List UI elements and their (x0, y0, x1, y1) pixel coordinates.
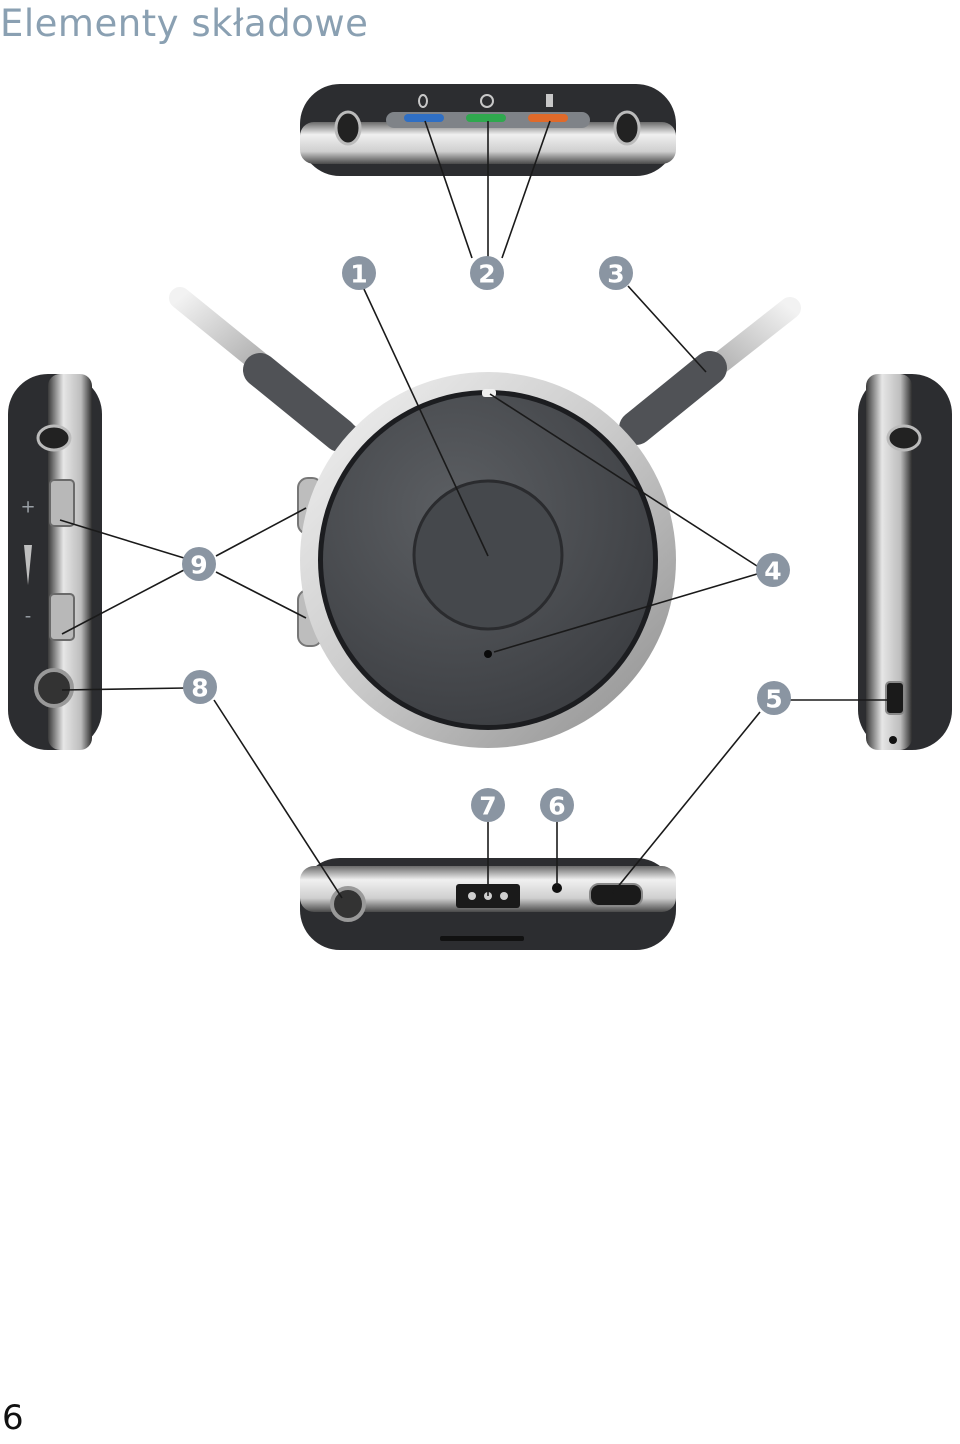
volume-up-button (49, 479, 75, 527)
callout-1: 1 (342, 256, 376, 290)
volume-icon (24, 545, 32, 585)
svg-text:4: 4 (764, 557, 781, 586)
device-left-side-view: + - (8, 374, 102, 750)
cable-port-left-icon (334, 110, 362, 146)
svg-text:3: 3 (607, 260, 624, 289)
status-icon (546, 94, 553, 107)
svg-text:5: 5 (765, 685, 782, 714)
callout-6: 6 (540, 788, 574, 822)
plus-label: + (20, 497, 35, 518)
power-led (466, 114, 506, 122)
device-right-side-view (858, 374, 952, 750)
svg-text:6: 6 (548, 792, 565, 821)
callout-2: 2 (470, 256, 504, 290)
bluetooth-led (404, 114, 444, 122)
callout-8: 8 (183, 670, 217, 704)
svg-text:7: 7 (479, 792, 496, 821)
cable-port-right-icon (613, 110, 641, 146)
volume-down-button (49, 593, 75, 641)
svg-text:2: 2 (478, 260, 495, 289)
audio-jack-icon (34, 668, 74, 708)
audio-jack-icon (330, 886, 366, 922)
svg-text:1: 1 (350, 260, 367, 289)
callout-7: 7 (471, 788, 505, 822)
page-title: Elementy składowe (0, 2, 369, 45)
device-diagram: + - (8, 84, 952, 950)
page-number: 6 (2, 1398, 24, 1438)
callout-4: 4 (756, 553, 790, 587)
callout-9: 9 (182, 547, 216, 581)
status-led (528, 114, 568, 122)
callout-5: 5 (757, 681, 791, 715)
power-icon (480, 94, 494, 108)
micro-usb-port-icon (885, 681, 905, 715)
microphone-icon (484, 650, 492, 658)
svg-text:9: 9 (190, 551, 207, 580)
bluetooth-icon (418, 94, 428, 108)
cable-port-icon (36, 424, 72, 452)
leader-lines (59, 120, 892, 899)
device-front-view (297, 372, 676, 748)
svg-text:8: 8 (191, 674, 208, 703)
minus-label: - (25, 606, 32, 627)
micro-usb-port-icon (589, 883, 643, 907)
cable-port-icon (886, 424, 922, 452)
callout-3: 3 (599, 256, 633, 290)
neckloop-cables (169, 287, 801, 452)
reset-hole (552, 883, 562, 893)
